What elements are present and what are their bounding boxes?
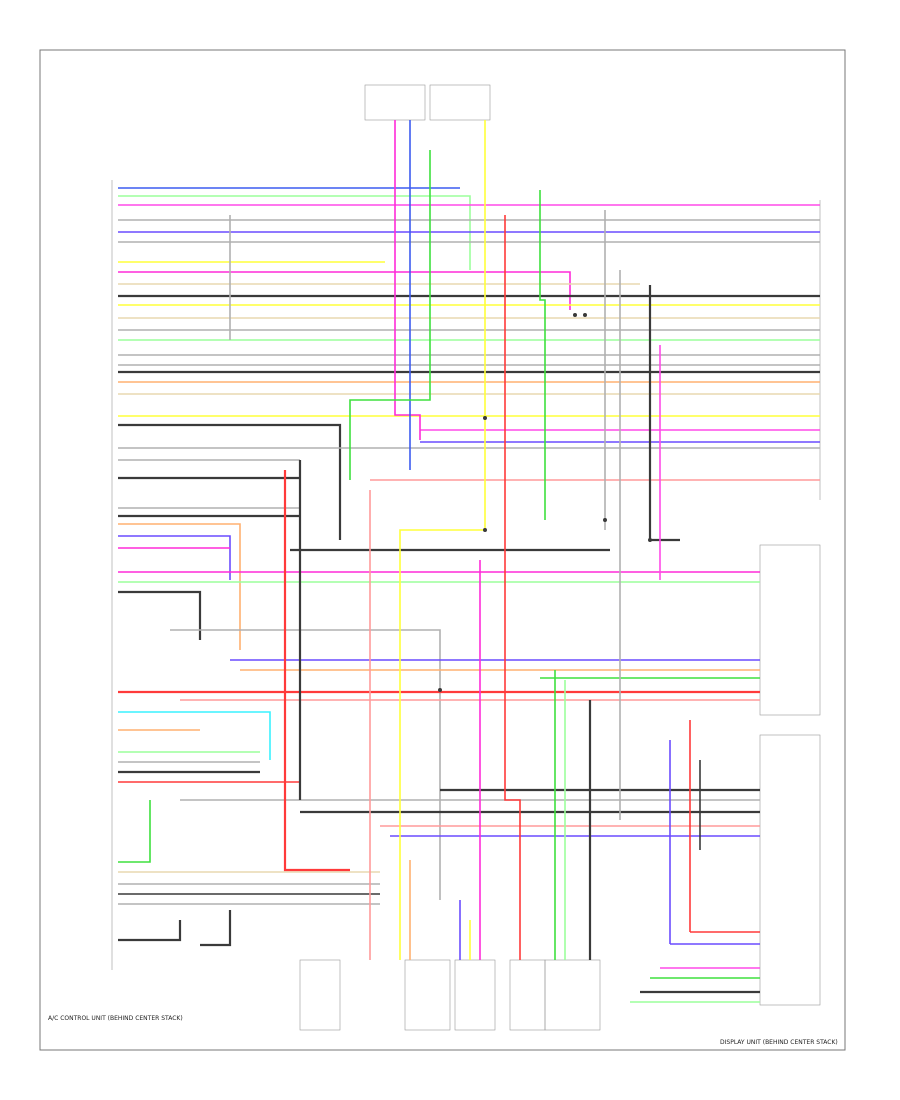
yellow-wire (399, 120, 486, 960)
right-unit-label: DISPLAY UNIT (BEHIND CENTER STACK) (720, 1039, 838, 1046)
wires-vertical (200, 120, 701, 960)
black-wire (200, 910, 232, 947)
red-wire (283, 470, 350, 872)
left-unit-label: A/C CONTROL UNIT (BEHIND CENTER STACK) (48, 1015, 183, 1022)
right-connector-block (759, 200, 821, 1006)
black-wire (118, 920, 182, 942)
black-wire (118, 423, 342, 540)
black-wire (118, 590, 202, 640)
green-wire (539, 190, 546, 520)
green-wire (349, 150, 431, 480)
red-wire (504, 215, 521, 960)
cyan-wire (118, 711, 271, 760)
green-wire (118, 195, 471, 270)
bottom-connectors (299, 959, 601, 1031)
green-wire (118, 800, 151, 863)
splice-points (438, 313, 652, 692)
grey-wire (170, 629, 441, 900)
magenta-wire (118, 271, 571, 310)
wires-horizontal (118, 187, 820, 1003)
magenta-wire (394, 120, 421, 440)
orange-wire (118, 523, 241, 650)
blue-wire (118, 535, 231, 580)
